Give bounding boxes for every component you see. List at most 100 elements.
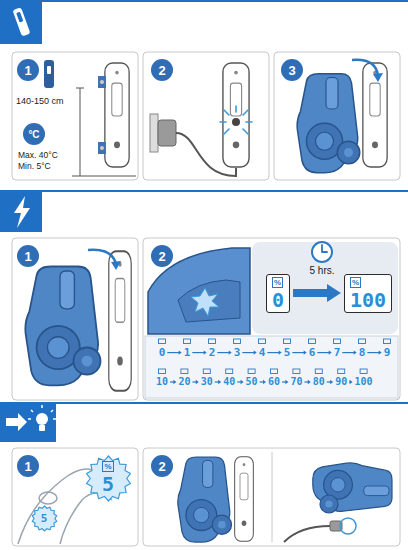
sequence-arrows bbox=[304, 350, 307, 354]
sequence-arrows bbox=[263, 380, 266, 384]
charge-level: 0 bbox=[159, 346, 166, 359]
charge-level: 7 bbox=[334, 346, 341, 359]
vacuum-figure bbox=[297, 60, 387, 173]
section-header bbox=[0, 190, 408, 192]
note-text: Min. 5°C bbox=[18, 161, 51, 171]
sequence-arrows bbox=[192, 352, 204, 353]
section-header bbox=[12, 7, 30, 36]
battery-icon bbox=[181, 369, 188, 374]
step-number: 1 bbox=[17, 455, 39, 477]
battery-icon bbox=[184, 339, 191, 344]
panel-frame bbox=[12, 52, 400, 546]
flow-arrow bbox=[293, 289, 329, 297]
section-header bbox=[0, 402, 408, 404]
battery-icon bbox=[159, 339, 391, 374]
handle-closeup bbox=[148, 242, 398, 334]
mounting-figure bbox=[100, 80, 104, 84]
sequence-arrows bbox=[354, 350, 357, 354]
node-text: °C bbox=[28, 129, 39, 140]
percent-sign: % bbox=[272, 277, 283, 288]
handle-outline bbox=[60, 493, 112, 544]
charge-level: 4 bbox=[259, 346, 266, 359]
charge-level: 50 bbox=[246, 376, 258, 388]
node-text: 3 bbox=[288, 63, 295, 78]
note-text: Max. 40°C bbox=[18, 150, 58, 160]
battery-callout: %5 bbox=[85, 455, 132, 502]
handle-closeup bbox=[178, 280, 240, 322]
battery-icon bbox=[248, 369, 255, 374]
vacuum-figure bbox=[352, 60, 378, 76]
battery-icon bbox=[338, 369, 345, 374]
node-text: 100 bbox=[350, 289, 386, 311]
sequence-arrows bbox=[329, 350, 332, 354]
mounting-figure bbox=[100, 146, 104, 150]
vacuum-figure bbox=[363, 63, 387, 167]
section-header bbox=[14, 196, 30, 228]
adapter-figure bbox=[220, 121, 226, 123]
mounting-figure bbox=[76, 88, 84, 89]
percent-sign: % bbox=[102, 461, 113, 472]
adapter-figure bbox=[224, 110, 229, 115]
burst-outline bbox=[32, 506, 56, 531]
vacuum-figure bbox=[178, 457, 232, 542]
sequence-arrows bbox=[350, 380, 353, 384]
adapter-figure bbox=[223, 63, 249, 167]
vacuum-figure bbox=[284, 526, 330, 542]
vacuum-figure bbox=[340, 518, 356, 534]
charge-level: 30 bbox=[201, 376, 213, 388]
charge-level: 6 bbox=[309, 346, 316, 359]
node-text: 2 bbox=[158, 459, 165, 474]
adapter-figure bbox=[246, 121, 252, 123]
vacuum-figure bbox=[235, 457, 254, 541]
sequence-arrows bbox=[342, 352, 354, 353]
battery-icon bbox=[359, 339, 366, 344]
mounting-figure bbox=[80, 88, 81, 176]
battery-display: %0 bbox=[266, 274, 290, 313]
step-number: 2 bbox=[151, 455, 173, 477]
vacuum-figure bbox=[25, 250, 131, 391]
charge-level: 10 bbox=[156, 376, 168, 388]
section-header bbox=[16, 12, 23, 23]
step-number: 2 bbox=[151, 245, 173, 267]
charge-level: 60 bbox=[268, 376, 280, 388]
node-text: 5 bbox=[102, 473, 114, 495]
section-header bbox=[28, 405, 56, 419]
section-header bbox=[0, 0, 408, 2]
mounting-figure bbox=[72, 176, 136, 177]
adapter-figure bbox=[224, 129, 229, 134]
adapter-figure bbox=[243, 110, 248, 115]
vacuum-figure bbox=[272, 452, 273, 542]
sequence-arrows bbox=[173, 380, 176, 384]
handle-display: 5 bbox=[31, 505, 58, 532]
percent-sign: % bbox=[350, 277, 361, 288]
mounting-figure bbox=[98, 76, 106, 88]
mounting-figure bbox=[44, 60, 136, 176]
charge-level: 8 bbox=[359, 346, 366, 359]
vacuum-figure bbox=[25, 267, 100, 386]
charge-level: 20 bbox=[178, 376, 190, 388]
vacuum-figure bbox=[313, 463, 392, 513]
temperature-icon: °C bbox=[23, 123, 45, 145]
node-text: 2 bbox=[158, 63, 165, 78]
sequence-arrows bbox=[254, 350, 257, 354]
node-text: 1 bbox=[24, 63, 31, 78]
sequence-arrows bbox=[279, 350, 282, 354]
handle-closeup bbox=[191, 288, 219, 316]
charge-level: 1 bbox=[184, 346, 191, 359]
note-text: 5 hrs. bbox=[309, 265, 334, 277]
mounting-figure bbox=[98, 142, 106, 154]
sequence-arrows bbox=[285, 380, 288, 384]
sequence-arrows bbox=[167, 352, 179, 353]
section-header bbox=[0, 402, 56, 442]
charge-level: 80 bbox=[313, 376, 325, 388]
node-text: 1 bbox=[24, 459, 31, 474]
adapter-figure bbox=[220, 106, 252, 134]
charge-level: 70 bbox=[290, 376, 302, 388]
panel-frame bbox=[12, 238, 138, 400]
sequence-arrows bbox=[308, 380, 311, 384]
section-header bbox=[0, 0, 42, 44]
handle-outline bbox=[39, 492, 57, 504]
section-header bbox=[0, 0, 408, 44]
